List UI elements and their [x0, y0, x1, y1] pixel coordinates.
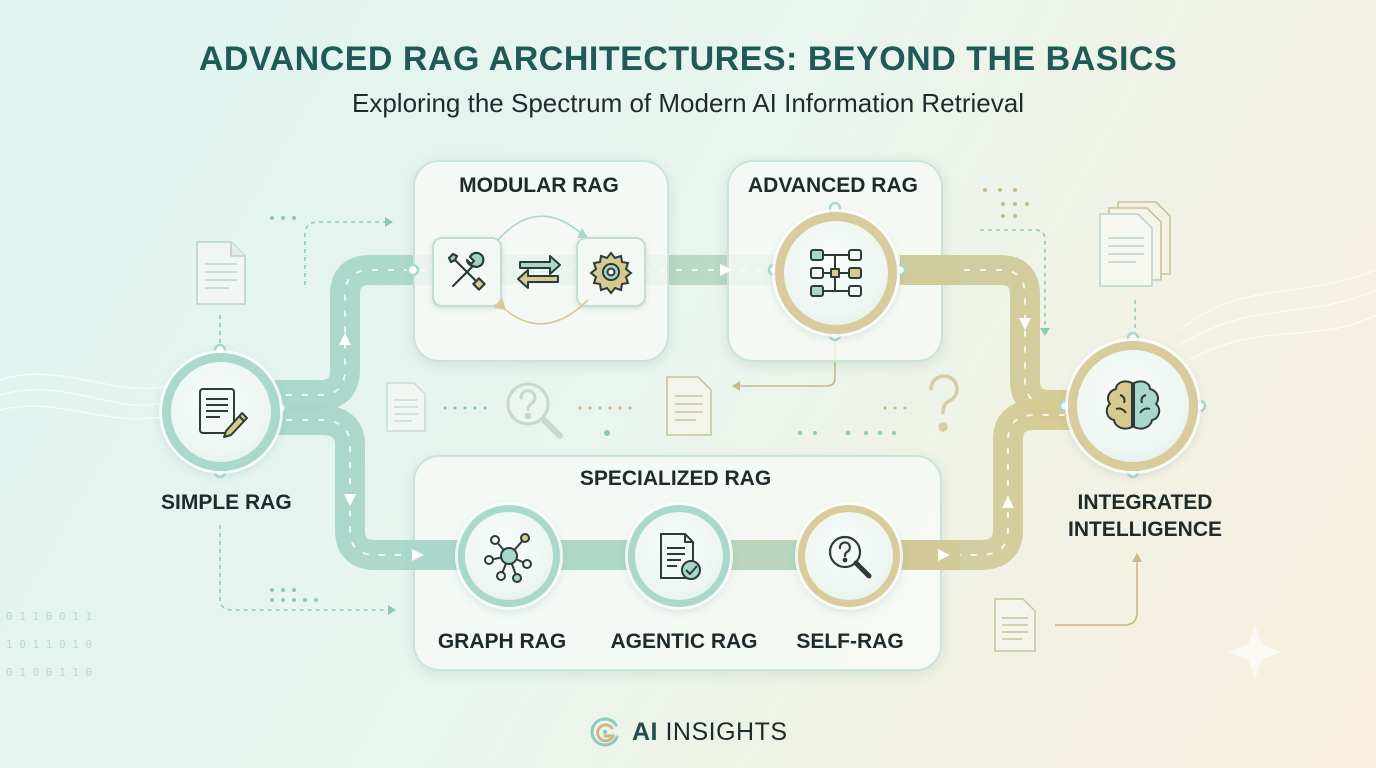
svg-text:1 0 1 1 0 1 0: 1 0 1 1 0 1 0 [6, 638, 92, 651]
gear-tile [576, 237, 646, 307]
advanced-rag-node[interactable] [775, 212, 897, 334]
question-icon [929, 374, 959, 432]
document-icon [196, 241, 246, 305]
simple-rag-node[interactable] [162, 353, 280, 471]
self-rag-label: SELF-RAG [796, 630, 904, 653]
checked-document-icon [660, 533, 701, 580]
page-title: ADVANCED RAG ARCHITECTURES: BEYOND THE B… [198, 40, 1178, 78]
agentic-rag-node[interactable] [628, 505, 730, 607]
self-rag-node[interactable] [798, 505, 900, 607]
brand-name-bold: AI [632, 717, 658, 746]
document-icon [994, 598, 1036, 652]
modular-rag-label: MODULAR RAG [459, 174, 619, 197]
gear-icon [589, 251, 633, 295]
integrated-intelligence-label-line2: INTELLIGENCE [1067, 518, 1222, 541]
swap-arrows-icon [517, 255, 561, 289]
integrated-intelligence-node[interactable] [1068, 341, 1198, 471]
document-edit-icon [199, 388, 248, 438]
network-graph-icon [484, 533, 532, 583]
document-stack-icon [1099, 201, 1171, 287]
search-question-icon [828, 535, 872, 579]
svg-text:0 1 1 0 0 1 1: 0 1 1 0 0 1 1 [6, 610, 92, 623]
ai-insights-logo-icon [590, 717, 619, 747]
flowchart-icon [810, 249, 862, 297]
specialized-rag-label: SPECIALIZED RAG [579, 467, 772, 490]
tools-tile [432, 237, 502, 307]
page-subtitle: Exploring the Spectrum of Modern AI Info… [352, 88, 1024, 118]
brain-icon [1105, 380, 1161, 430]
document-icon [386, 382, 426, 432]
brand-name-rest: INSIGHTS [665, 717, 788, 746]
svg-text:0 1 0 0 1 1 0: 0 1 0 0 1 1 0 [6, 666, 92, 679]
brand-logo: AI INSIGHTS [588, 714, 788, 750]
document-icon [666, 376, 712, 436]
question-icon [506, 382, 563, 439]
integrated-intelligence-label-line1: INTEGRATED [1077, 491, 1213, 514]
graph-rag-label: GRAPH RAG [437, 630, 567, 653]
agentic-rag-label: AGENTIC RAG [610, 630, 758, 653]
simple-rag-label: SIMPLE RAG [161, 491, 292, 514]
graph-rag-node[interactable] [458, 505, 560, 607]
advanced-rag-label: ADVANCED RAG [748, 174, 918, 197]
cycle-arrows-decoration [494, 215, 589, 325]
tools-icon [447, 251, 486, 291]
